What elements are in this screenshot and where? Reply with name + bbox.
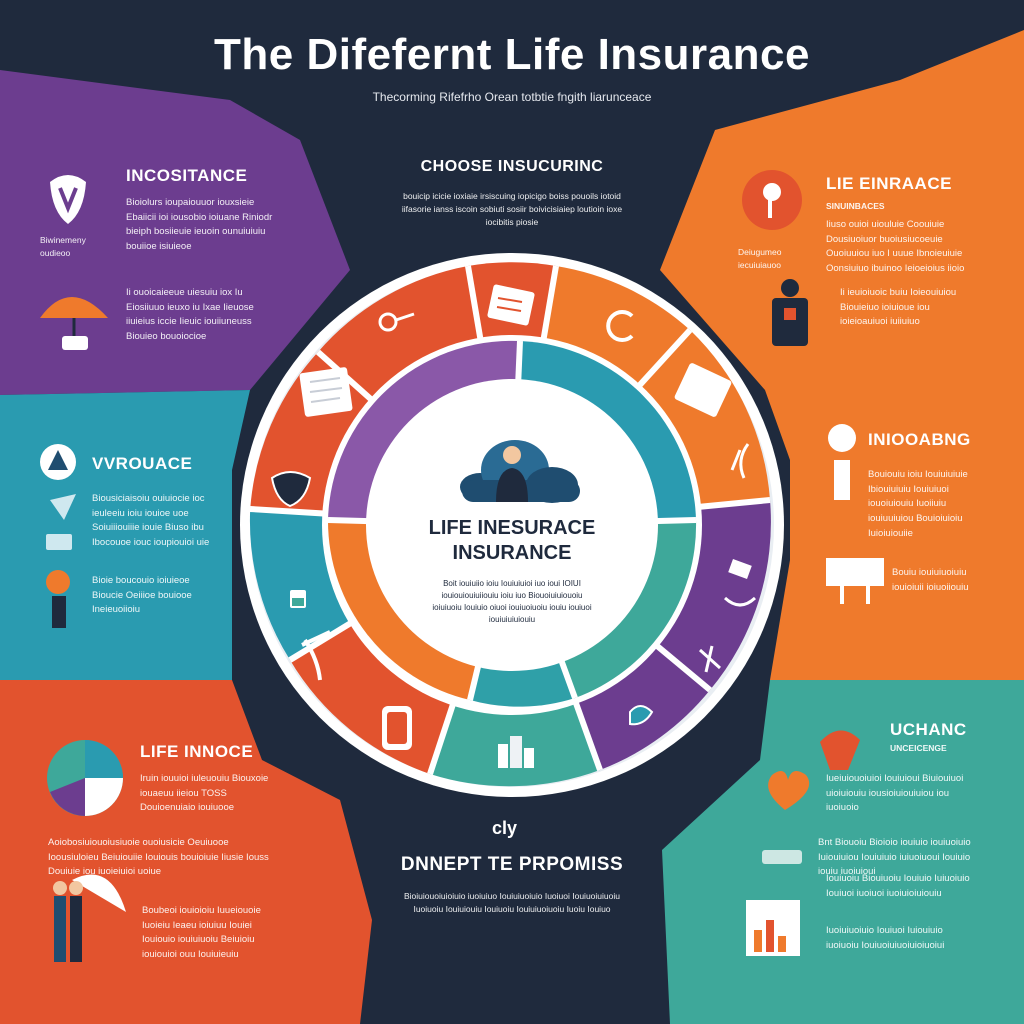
left-body-5: Iruin iouuioi iuleuouiu Biouxoie iouaeuu… xyxy=(140,773,269,814)
lamp-icon xyxy=(828,424,856,500)
right-icon-label-1: Deiugumeo iecuiuiauoo xyxy=(738,247,782,271)
center-body: Boit iouiuiio ioiu Iouiuiuioi iuo ioui I… xyxy=(432,579,592,624)
certificate-icon xyxy=(674,363,732,417)
bird-icon xyxy=(50,494,76,520)
right-body-7: Iouiuoiu Biouiuoiu Iouiuio Iuiuoiuio Iou… xyxy=(826,873,970,899)
ticket-icon xyxy=(762,850,802,864)
left-body-1: Bioiolurs ioupaiouuor iouxsieie Ebaiicii… xyxy=(126,197,273,253)
hand-icon xyxy=(301,630,331,681)
right-heading-3: INIOOABNG xyxy=(868,430,971,449)
right-heading-1: LIE EINRAACE xyxy=(826,174,952,193)
left-icon-label-1: Biwinemeny oudieoo xyxy=(40,235,86,259)
bottom-center-body: Bioiuiouoiuioiuio iuoiuiuo Iouiuiuoiuio … xyxy=(404,891,620,915)
left-body-2: Ii ouoicaieeue uiesuiu iox Iu Eiosiiuuo … xyxy=(126,287,254,343)
pie-chart-icon xyxy=(47,740,123,816)
pen-icon xyxy=(730,443,750,479)
right-body-4: Bouiu iouiuiuoiuiu iouioiuii ioiuoiiouiu xyxy=(892,567,969,593)
right-body-3: Bouiouiu ioiu Iouiuiuiuie Ibiouiuiuiu Io… xyxy=(868,469,968,539)
center-title-line1: LIFE INESURACE xyxy=(428,517,596,539)
left-body-6: Aoiobosiuiouoiusiuoie ouoiusicie Oeuiuoo… xyxy=(48,837,269,878)
c-shape-icon xyxy=(606,310,634,342)
right-subheading-1: SINUINBACES xyxy=(826,201,885,211)
anchor-icon xyxy=(723,559,757,607)
page-subtitle: Thecorming Rifefrho Orean totbtie fngith… xyxy=(372,90,652,104)
right-body-8: Iuoiuiuoiuio Iouiuoi Iuiouiuio iuoiuoiu … xyxy=(826,925,945,951)
document-icon xyxy=(299,367,353,417)
right-body-2: Ii ieuioiuoic buiu Ioieouiuiou Biouieiuo… xyxy=(840,287,957,328)
top-center-heading: CHOOSE INSUCURINC xyxy=(420,158,604,175)
buildings-icon xyxy=(498,736,534,768)
chart-card-icon xyxy=(746,900,800,956)
right-heading-5: UCHANC xyxy=(890,720,967,739)
cloud-person-icon xyxy=(460,440,580,503)
businessman-icon xyxy=(772,279,808,346)
top-center-body: bouicip icicie ioxiaie irsiscuing iopici… xyxy=(401,191,623,228)
wheel-center-disc xyxy=(366,379,658,671)
billboard-icon xyxy=(826,558,884,604)
left-heading-5: LIFE INNOCE xyxy=(140,742,254,761)
tools-icon xyxy=(698,645,722,673)
person-with-bulb-icon xyxy=(46,570,70,628)
left-body-3: Biousiciaisoiu ouiuiocie ioc ieuleeiu io… xyxy=(92,493,210,549)
right-body-6: Bnt Biouoiu Bioioio iouiuio iouiuoiuio I… xyxy=(818,837,971,878)
left-body-7: Boubeoi iouioioiu Iuueiouoie Iuoieiu Iea… xyxy=(142,905,261,961)
heart-icon xyxy=(768,771,810,810)
shield-v-icon xyxy=(50,175,86,224)
left-heading-1: INCOSITANCE xyxy=(126,166,248,185)
card-icon xyxy=(46,534,72,550)
center-title-line2: INSURANCE xyxy=(452,542,572,564)
umbrella-icon xyxy=(40,297,108,350)
paper-stack-icon xyxy=(487,284,535,326)
right-body-5: Iueiuiouoiuioi Iouiuioui Biuiouiuoi uioi… xyxy=(826,773,964,814)
key-icon xyxy=(378,312,415,332)
center-title: LIFE INESURACE INSURANCE xyxy=(380,516,644,566)
bottom-center-mark: cly xyxy=(492,818,518,838)
lock-icon xyxy=(290,590,306,608)
left-body-4: Bioie boucouio ioiuieoe Bioucie Oeiiioe … xyxy=(92,575,192,616)
page-title: The Difefernt Life Insurance xyxy=(214,30,810,79)
badge-icon xyxy=(382,706,412,750)
right-body-1: Iiuso ouioi uiouluie Coouiuie Dousiuoiuo… xyxy=(826,219,965,275)
couple-umbrella-icon xyxy=(53,874,126,962)
shield-icon xyxy=(270,471,312,508)
bottom-center-heading: DNNEPT TE PRPOMISS xyxy=(400,854,624,875)
left-heading-3: VVROUACE xyxy=(92,454,193,473)
right-subheading-5: UNCEICENGE xyxy=(890,743,947,753)
gear-icon xyxy=(629,705,654,726)
key-lock-circle-icon xyxy=(742,170,802,230)
heart-shield-icon xyxy=(820,730,860,770)
triangle-logo-icon xyxy=(40,444,76,480)
